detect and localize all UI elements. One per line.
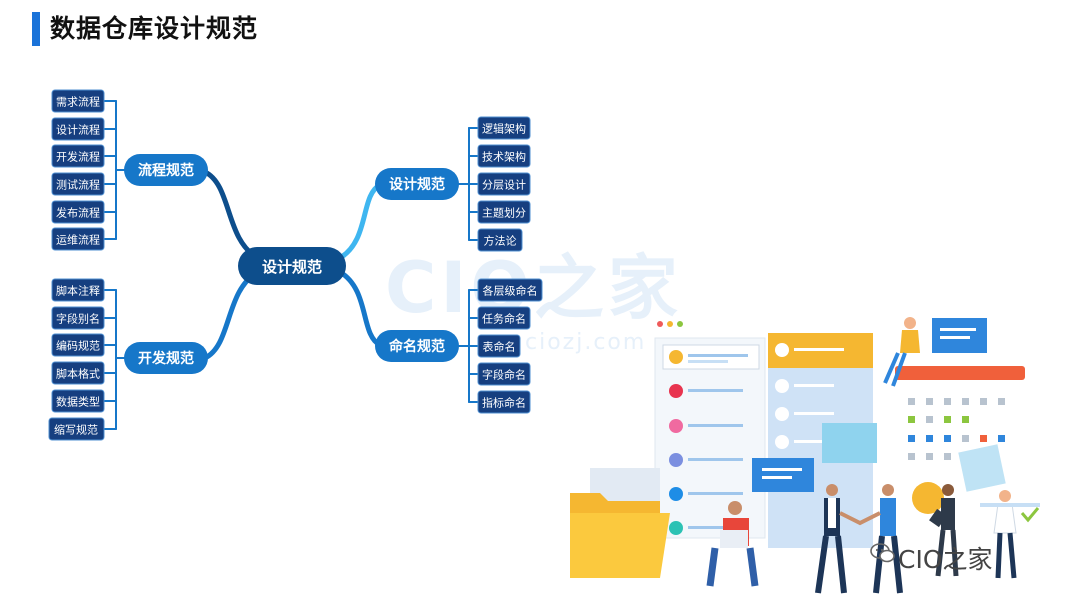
bracket-naming [457, 289, 470, 403]
leaf-label: 各层级命名 [483, 284, 538, 298]
leaf-label: 缩写规范 [54, 423, 98, 437]
leaf-node: 主题划分 [477, 200, 531, 224]
leaf-group-dev: 脚本注释 字段别名 编码规范 脚本格式 数据类型 缩写规范 [48, 278, 105, 441]
leaf-node: 各层级命名 [477, 278, 543, 302]
connector-center-naming [337, 269, 383, 348]
leaf-label: 字段命名 [482, 368, 526, 382]
leaf-group-naming: 各层级命名 任务命名 表命名 字段命名 指标命名 [477, 278, 543, 414]
leaf-node: 技术架构 [477, 144, 531, 168]
page-title: 数据仓库设计规范 [50, 14, 259, 43]
leaf-node: 任务命名 [477, 306, 531, 330]
leaf-node: 指标命名 [477, 390, 531, 414]
leaf-node: 发布流程 [51, 200, 105, 224]
leaf-label: 开发流程 [56, 150, 100, 164]
center-node-label: 设计规范 [262, 258, 322, 276]
branch-label-dev: 开发规范 [138, 350, 194, 367]
leaf-node: 分层设计 [477, 172, 531, 196]
leaf-label: 字段别名 [56, 312, 100, 326]
watermark-url: ciozj.com [525, 330, 647, 355]
branch-label-process: 流程规范 [138, 162, 194, 179]
leaf-node: 逻辑架构 [477, 116, 531, 140]
leaf-node: 脚本格式 [51, 361, 105, 385]
branch-label-naming: 命名规范 [388, 338, 445, 355]
leaf-label: 脚本注释 [56, 284, 100, 298]
leaf-label: 发布流程 [56, 206, 100, 220]
leaf-label: 主题划分 [482, 207, 526, 220]
leaf-label: 设计流程 [56, 123, 100, 137]
leaf-label: 测试流程 [56, 178, 100, 192]
connector-center-design [337, 182, 383, 261]
team-data-illustration [570, 317, 1040, 594]
leaf-node: 测试流程 [51, 172, 105, 196]
leaf-node: 运维流程 [51, 227, 105, 251]
leaf-node: 方法论 [477, 228, 523, 252]
wechat-icon [870, 543, 895, 563]
leaf-label: 需求流程 [56, 95, 100, 109]
leaf-node: 字段别名 [51, 306, 105, 330]
leaf-label: 方法论 [484, 234, 517, 248]
leaf-label: 数据类型 [56, 395, 100, 409]
leaf-label: 任务命名 [482, 312, 526, 326]
center-node: 设计规范 [238, 247, 346, 285]
leaf-label: 编码规范 [56, 339, 100, 353]
branch-label-design: 设计规范 [389, 176, 445, 193]
leaf-node: 表命名 [477, 334, 521, 358]
leaf-node: 脚本注释 [51, 278, 105, 302]
connector-center-process [202, 169, 261, 261]
leaf-group-process: 需求流程 设计流程 开发流程 测试流程 发布流程 运维流程 [51, 89, 105, 251]
leaf-group-design: 逻辑架构 技术架构 分层设计 主题划分 方法论 [477, 116, 531, 252]
leaf-label: 指标命名 [482, 396, 526, 410]
leaf-node: 需求流程 [51, 89, 105, 113]
leaf-label: 逻辑架构 [482, 122, 526, 136]
branch-node-dev: 开发规范 [124, 342, 208, 374]
leaf-label: 运维流程 [56, 233, 100, 247]
leaf-node: 设计流程 [51, 117, 105, 141]
leaf-node: 缩写规范 [48, 417, 105, 441]
branch-node-process: 流程规范 [124, 154, 208, 186]
leaf-node: 开发流程 [51, 144, 105, 168]
leaf-node: 编码规范 [51, 333, 105, 357]
brand-watermark: CIO之家 [898, 545, 993, 574]
title-accent-bar [32, 12, 40, 46]
leaf-node: 数据类型 [51, 389, 105, 413]
leaf-label: 技术架构 [482, 150, 526, 164]
leaf-label: 脚本格式 [56, 367, 100, 381]
leaf-node: 字段命名 [477, 362, 531, 386]
bracket-design [457, 127, 470, 241]
leaf-label: 表命名 [483, 340, 516, 354]
branch-node-design: 设计规范 [375, 168, 459, 200]
connector-center-dev [202, 269, 261, 361]
branch-node-naming: 命名规范 [375, 330, 459, 362]
leaf-label: 分层设计 [482, 179, 526, 192]
